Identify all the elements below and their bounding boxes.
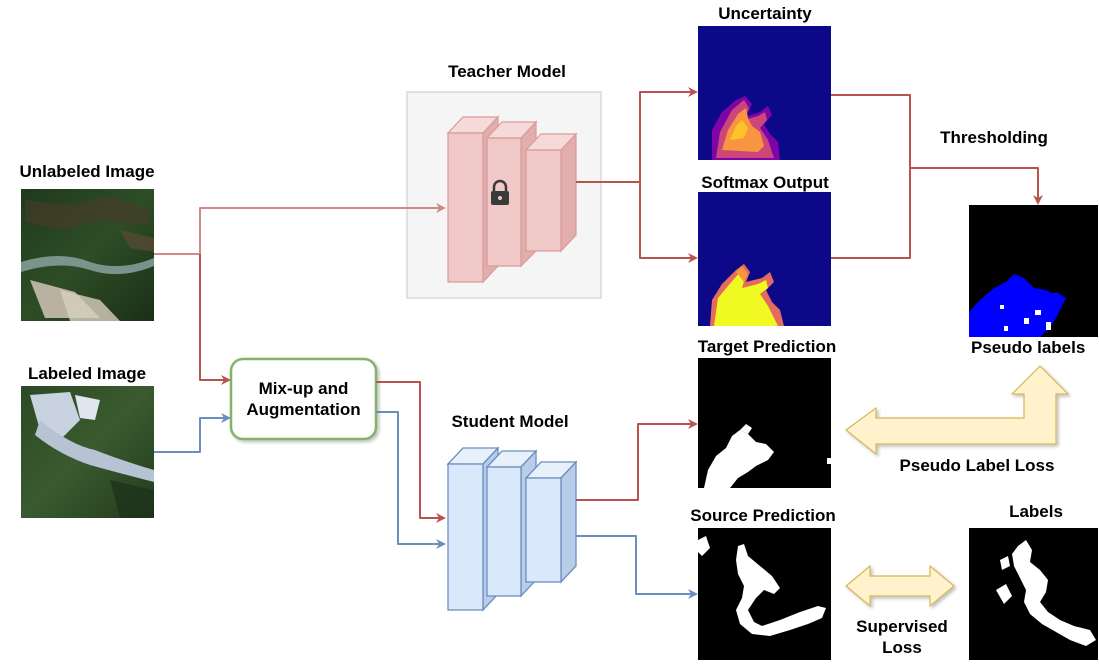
softmax-output-map [698,192,831,326]
labels-mask [969,528,1098,660]
mixup-augmentation-label: Mix-up and Augmentation [231,378,376,420]
supervised-loss-label: Supervised Loss [842,616,962,658]
uncertainty-map [698,26,831,160]
labeled-flow-arrows [154,411,698,599]
labeled-image [21,386,154,518]
teacher-model-label: Teacher Model [448,62,566,81]
pseudo-labels-label: Pseudo labels [971,338,1086,357]
mixup-line-2: Augmentation [246,400,361,419]
pseudo-labels-mask [969,205,1098,337]
unlabeled-image [21,189,154,321]
labeled-image-label: Labeled Image [27,364,147,383]
supervised-line-2: Loss [882,638,922,657]
source-prediction-label: Source Prediction [690,506,836,525]
unlabeled-image-label: Unlabeled Image [19,162,155,181]
labels-label: Labels [1009,502,1063,521]
pseudo-label-loss-label: Pseudo Label Loss [899,456,1055,475]
mixup-augmentation-box [229,357,378,441]
source-prediction-mask [698,528,831,660]
target-prediction-label: Target Prediction [697,337,837,356]
uncertainty-label: Uncertainty [718,4,812,23]
softmax-output-label: Softmax Output [701,173,829,192]
supervised-loss-arrow [845,564,955,608]
pseudo-label-loss-arrow [845,365,1070,456]
mixup-line-1: Mix-up and [258,379,349,398]
supervised-line-1: Supervised [856,617,948,636]
thresholding-label: Thresholding [940,128,1048,147]
student-model-label: Student Model [451,412,569,431]
teacher-model-layers [446,115,578,284]
lock-icon [491,179,509,205]
unlabeled-flow-arrows [154,87,1043,523]
student-model-layers [446,446,578,612]
target-prediction-mask [698,358,831,488]
